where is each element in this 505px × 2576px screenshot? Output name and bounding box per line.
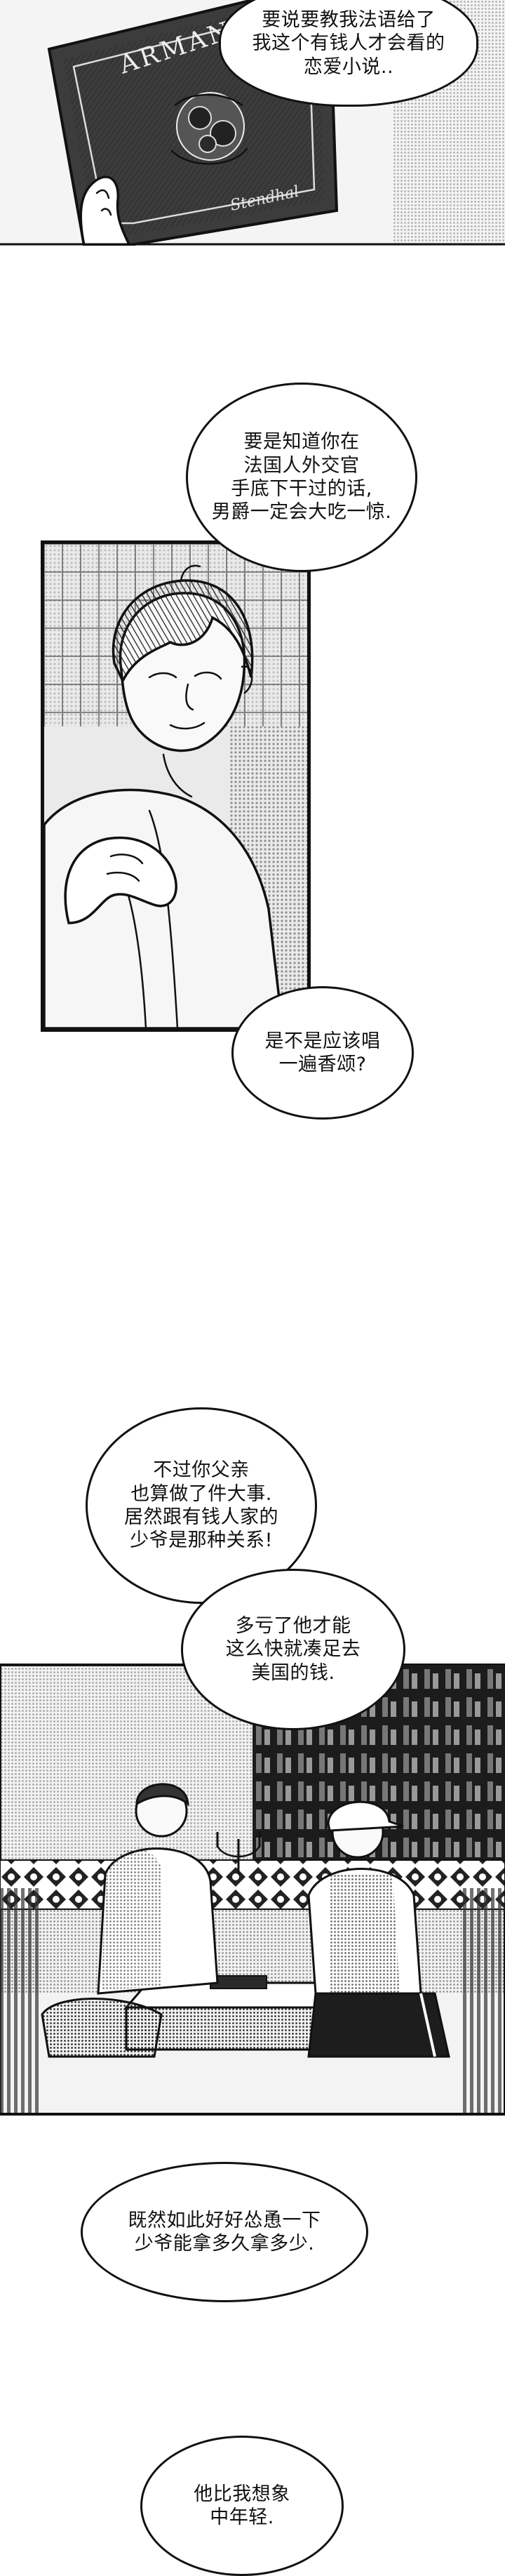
speech-bubble-1: 要说要教我法语给了 我这个有钱人才会看的 恋爱小说.. — [219, 0, 478, 107]
character-right — [307, 1800, 450, 2058]
bubble-7-text: 他比我想象 中年轻. — [194, 2483, 290, 2528]
bubble-6-text: 既然如此好好怂恿一下 少爷能拿多久拿多少. — [128, 2209, 321, 2255]
panel-portrait — [41, 540, 311, 1032]
character-left — [41, 1783, 219, 2058]
cafe-scene — [0, 1664, 505, 2116]
book-on-table — [210, 1975, 267, 1989]
speech-bubble-3: 是不是应该唱 一遍香颂? — [231, 986, 414, 1120]
bubble-3-text: 是不是应该唱 一遍香颂? — [264, 1030, 381, 1075]
speech-bubble-2: 要是知道你在 法国人外交官 手底下干过的话, 男爵一定会大吃一惊. — [186, 383, 417, 572]
speech-bubble-5: 多亏了他才能 这么快就凑足去 美国的钱. — [181, 1569, 405, 1730]
speech-bubble-6: 既然如此好好怂恿一下 少爷能拿多久拿多少. — [81, 2162, 368, 2302]
candelabra — [216, 1832, 261, 1874]
panel-cafe — [0, 1664, 505, 2239]
bubble-1-text: 要说要教我法语给了 我这个有钱人才会看的 恋爱小说.. — [252, 8, 445, 78]
hand — [79, 175, 131, 246]
portrait-scene — [44, 544, 307, 1028]
bubble-2-text: 要是知道你在 法国人外交官 手底下干过的话, 男爵一定会大吃一惊. — [211, 431, 392, 524]
bubble-4-text: 不过你父亲 也算做了件大事. 居然跟有钱人家的 少爷是那种关系! — [124, 1459, 278, 1552]
speech-bubble-7: 他比我想象 中年轻. — [140, 2436, 344, 2576]
bubble-5-text: 多亏了他才能 这么快就凑足去 美国的钱. — [225, 1614, 361, 1684]
